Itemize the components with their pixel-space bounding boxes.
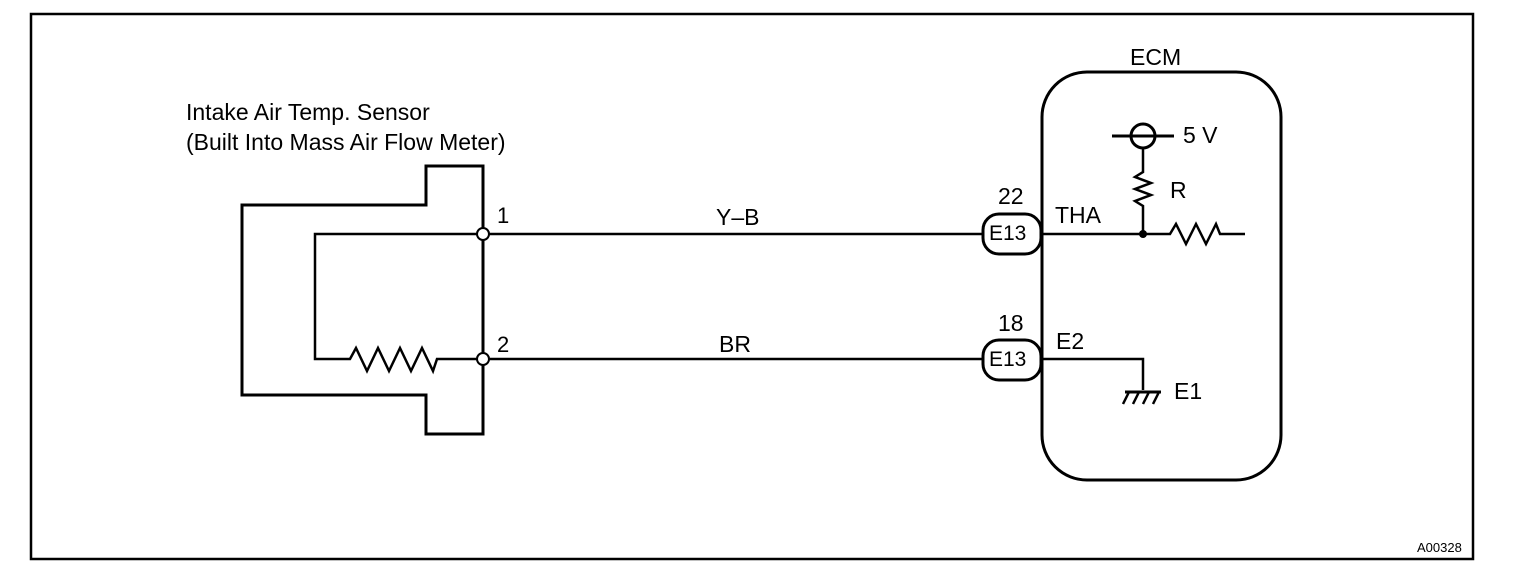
ground-hatch	[1121, 391, 1161, 405]
ecm-title: ECM	[1130, 44, 1182, 70]
ground-label: E1	[1174, 378, 1203, 404]
wire-color-lower: BR	[719, 331, 751, 357]
pullup-resistor	[1131, 148, 1155, 234]
terminal-tha-label: THA	[1055, 202, 1101, 228]
sensor-body	[240, 164, 485, 436]
figure-code: A00328	[1417, 540, 1462, 555]
connector-upper-pin: 22	[998, 183, 1024, 209]
sensor-pin1-terminal	[476, 227, 490, 241]
sensor-pin2-terminal	[476, 352, 490, 366]
resistor-label: R	[1170, 177, 1187, 203]
connector-lower-pin: 18	[998, 310, 1024, 336]
diagram-frame	[29, 12, 1475, 561]
sensor-pin1-label: 1	[497, 203, 510, 228]
terminal-e2-label: E2	[1056, 328, 1085, 354]
sensor-title-line1: Intake Air Temp. Sensor	[186, 99, 430, 125]
sensor-thermistor	[313, 232, 483, 375]
e2-line	[1041, 357, 1145, 390]
supply-label: 5 V	[1183, 122, 1218, 148]
wire-color-upper: Y–B	[716, 204, 760, 230]
connector-upper-name: E13	[989, 222, 1027, 245]
ecm-box	[1040, 70, 1283, 482]
sensor-pin2-label: 2	[497, 332, 510, 357]
internal-resistor	[1145, 220, 1245, 247]
connector-lower-name: E13	[989, 348, 1027, 371]
sensor-title-line2: (Built Into Mass Air Flow Meter)	[186, 129, 506, 155]
